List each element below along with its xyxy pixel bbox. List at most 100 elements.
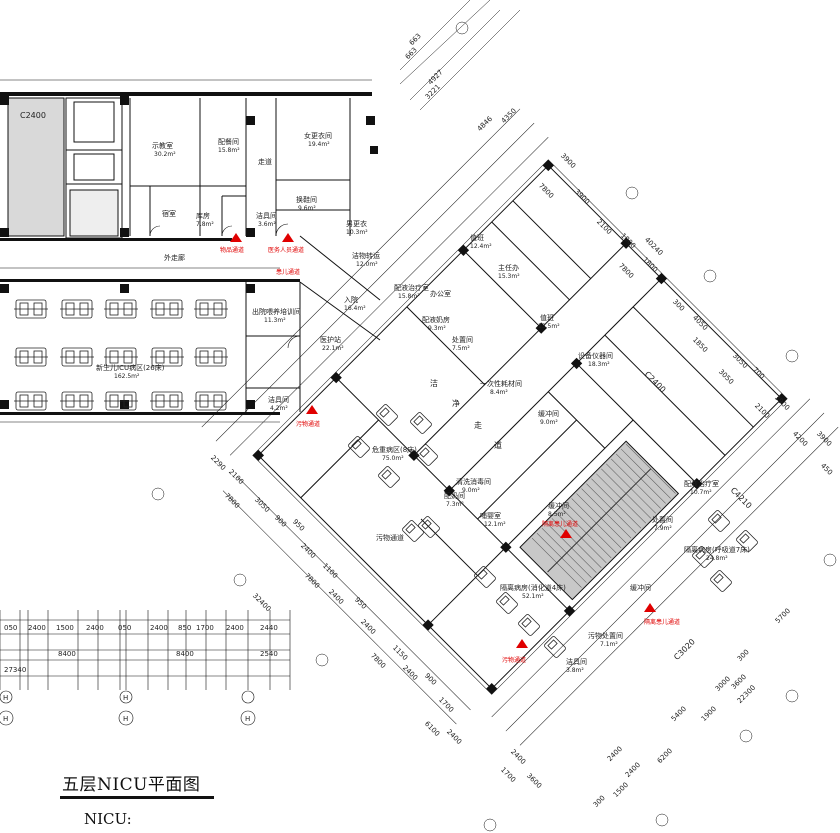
label-hushizhan-area: 22.1m² [322, 345, 344, 352]
label-zhiban2: 值班 [540, 313, 554, 322]
left-wing [0, 79, 381, 423]
label-c2400b: C2400 [643, 370, 668, 395]
marker-geli-entry-icon [560, 529, 572, 538]
label-susu: 宿室 [162, 209, 176, 218]
label-zhiban2-area: 13.5m² [538, 323, 560, 330]
label-nangeng-area: 10.3m² [346, 229, 368, 236]
bed-icon [518, 614, 540, 636]
label-nvgeng-area: 19.4m² [308, 141, 330, 148]
dim-l-l: 950 [353, 596, 368, 611]
label-peican: 配餐间 [218, 137, 239, 146]
bed-icon [692, 546, 714, 568]
dim-r31: 300 [736, 648, 751, 663]
dim-b2-1: 8400 [176, 650, 194, 658]
dim-top-a: 663 [408, 32, 423, 47]
label-nangeng: 男更衣 [346, 219, 367, 228]
marker-wuwu-bottom-label: 污物通道 [502, 656, 526, 664]
dim-r11: 1850 [691, 336, 709, 354]
dim-l-t: 2400 [445, 728, 463, 746]
dim-r17: 4200 [791, 430, 809, 448]
bed-icon [194, 391, 228, 411]
title-underline [60, 796, 214, 799]
dim-r25: 5400 [670, 705, 688, 723]
label-chuyuan-area: 11.3m² [264, 317, 286, 324]
dim-r26: 6200 [656, 747, 674, 765]
label-huanchong1: 缓冲间 [538, 409, 559, 418]
bed-icon [14, 391, 48, 411]
marker-wuwu-bottom-icon [516, 639, 528, 648]
dim-b2-2: 2540 [260, 650, 278, 658]
marker-geli-exit-label: 隔离患儿通道 [644, 618, 680, 626]
dim-l-i: 7800 [303, 572, 321, 590]
marker-wuwu-left-label: 污物通道 [296, 420, 320, 428]
top-dimension-lines [151, 0, 837, 832]
right-wing [201, 108, 839, 746]
axis-b-4: H [123, 694, 128, 702]
bed-icon [416, 444, 438, 466]
dim-top-f: 4350 [500, 107, 518, 125]
label-nvgeng: 女更衣间 [304, 131, 332, 140]
label-wuwutongdao: 污物通道 [376, 533, 404, 542]
label-jieju3: 洁具间 [566, 657, 587, 666]
dim-r22: 3600 [730, 673, 748, 691]
axis-b-0: H [3, 715, 8, 723]
label-chuzhi2: 处置间 [652, 515, 673, 524]
dim-b1-6: 850 [178, 624, 191, 632]
marker-yiwu-label: 医务人员通道 [268, 246, 304, 254]
dim-l-d: 7800 [223, 492, 241, 510]
label-huanchong3: 缓冲间 [630, 583, 651, 592]
label-dao: 道 [494, 440, 502, 450]
label-zou: 走 [474, 421, 482, 430]
label-weizhong-area: 75.0m² [382, 455, 404, 462]
dim-b2-0: 8400 [58, 650, 76, 658]
dim-r7: 7800 [617, 262, 635, 280]
label-shebei: 设备仪器间 [578, 351, 613, 360]
label-shebei-area: 18.3m² [588, 361, 610, 368]
dim-r4: 2100 [595, 218, 613, 236]
axis-b-3: H [3, 694, 8, 702]
label-jieju2-area: 4.2m² [270, 405, 288, 412]
dim-l-u: 2400 [509, 748, 527, 766]
label-geli2: 隔离病房(消化道4床) [500, 583, 566, 592]
bed-icon [376, 404, 398, 426]
label-chuzhi-area: 7.5m² [452, 345, 470, 352]
label-peinai: 配奶间 [444, 491, 465, 500]
dim-l-b: 2100 [227, 468, 245, 486]
dim-r2: 7800 [537, 182, 555, 200]
dim-r30: 2400 [606, 745, 624, 763]
label-wuwuchuzhi-area: 7.1m² [600, 641, 618, 648]
dimension-numbers: 663 663 4927 3221 4846 4350 3900 7800 39… [3, 32, 834, 809]
dim-r29: 300 [592, 794, 607, 809]
dim-l-r: 1700 [437, 696, 455, 714]
dim-b1-9: 2440 [260, 624, 278, 632]
bed-icon [378, 466, 400, 488]
label-hushizhan: 医护站 [320, 335, 341, 344]
dim-l-s: 6100 [423, 720, 441, 738]
dim-r14: 700 [751, 366, 766, 381]
label-zhuren-area: 15.3m² [498, 273, 520, 280]
label-huanxie: 换鞋间 [296, 195, 317, 204]
marker-wuwu-left-icon [306, 405, 318, 414]
label-jieju2: 洁具间 [268, 395, 289, 404]
bottom-dimension-strip [0, 610, 291, 726]
dim-l-w: 3600 [525, 772, 543, 790]
label-yicixing-area: 8.4m² [490, 389, 508, 396]
label-shijiao-area: 30.2m² [154, 151, 176, 158]
dim-top-d: 3221 [424, 83, 442, 101]
bed-icon [418, 516, 440, 538]
label-qingxi-area: 9.0m² [462, 487, 480, 494]
label-zoulang: 走道 [258, 157, 272, 166]
label-jieju-area: 3.6m² [258, 221, 276, 228]
label-geli1-area: 24.8m² [706, 555, 728, 562]
bed-icon [60, 347, 94, 367]
label-peiye-area: 15.8m² [398, 293, 420, 300]
label-huanchong2: 缓冲间 [548, 501, 569, 510]
label-jiewu-area: 12.0m² [356, 261, 378, 268]
dim-l-v: 1700 [499, 766, 517, 784]
marker-yiwu-icon [282, 233, 294, 242]
axis-b-2: H [245, 715, 250, 723]
label-kufang-area: 7.8m² [196, 221, 214, 228]
label-chuzhi: 处置间 [452, 335, 473, 344]
bed-icon [708, 510, 730, 532]
